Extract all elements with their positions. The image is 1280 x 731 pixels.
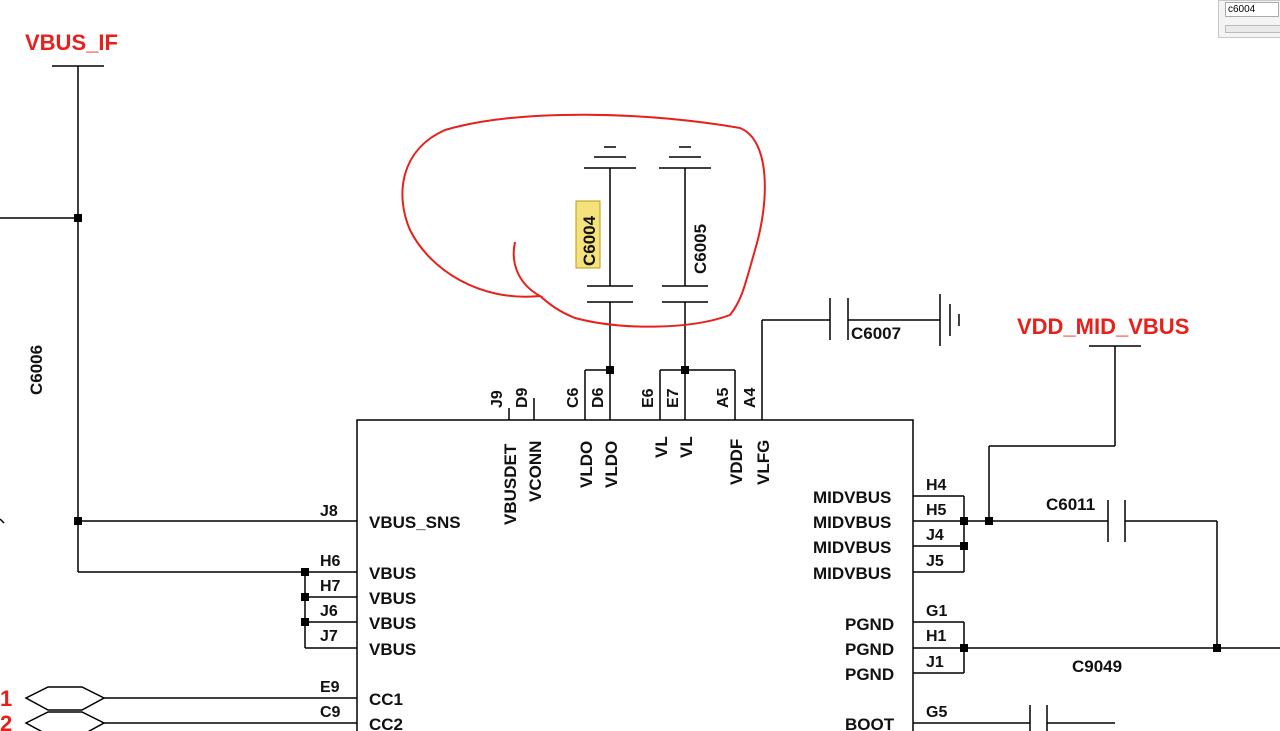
cc1-port-connector[interactable] xyxy=(24,686,106,711)
signal-vl: VL xyxy=(677,436,696,458)
pin-h6: H6 xyxy=(320,553,341,570)
net-label-vdd-mid-vbus[interactable]: VDD_MID_VBUS xyxy=(1017,314,1189,339)
search-panel xyxy=(1218,0,1280,38)
signal-boot: BOOT xyxy=(845,715,895,731)
junction-dot xyxy=(74,517,82,525)
signal-vconn: VCONN xyxy=(526,441,545,502)
signal-pgnd: PGND xyxy=(845,665,894,684)
signal-vbus: VBUS xyxy=(369,614,416,633)
component-label-c6011[interactable]: C6011 xyxy=(1046,495,1095,514)
signal-vlfg: VLFG xyxy=(754,440,773,485)
junction-dot xyxy=(960,644,968,652)
net-label-cc2-num[interactable]: 2 xyxy=(0,711,12,731)
junction-dot xyxy=(960,517,968,525)
signal-vldo: VLDO xyxy=(577,441,596,488)
junction-dot xyxy=(1213,644,1221,652)
wire-left-tick xyxy=(0,518,5,524)
pin-h7: H7 xyxy=(320,578,341,595)
annotation-circle xyxy=(401,113,766,328)
component-label-c6004[interactable]: C6004 xyxy=(580,215,599,266)
junction-dot xyxy=(74,214,82,222)
pin-e7: E7 xyxy=(665,388,682,408)
cc2-port-connector[interactable] xyxy=(24,711,106,731)
signal-cc2: CC2 xyxy=(369,715,403,731)
ic-body[interactable] xyxy=(356,419,914,731)
pin-g1: G1 xyxy=(926,603,947,620)
signal-cc1: CC1 xyxy=(369,690,403,709)
signal-midvbus: MIDVBUS xyxy=(813,513,891,532)
signal-pgnd: PGND xyxy=(845,640,894,659)
net-label-cc1-num[interactable]: 1 xyxy=(0,686,12,711)
pin-j9: J9 xyxy=(489,390,506,408)
search-scrollbar[interactable] xyxy=(1225,25,1280,33)
pin-j1: J1 xyxy=(926,654,944,671)
pin-d6: D6 xyxy=(590,387,607,408)
pin-j7: J7 xyxy=(320,628,338,645)
search-highlight xyxy=(575,200,601,269)
pin-c6: C6 xyxy=(565,387,582,408)
signal-vbus: VBUS xyxy=(369,589,416,608)
signal-midvbus: MIDVBUS xyxy=(813,538,891,557)
junction-dot xyxy=(301,593,309,601)
pin-j4: J4 xyxy=(926,527,944,544)
component-label-c6007[interactable]: C6007 xyxy=(851,324,901,343)
signal-vbusdet: VBUSDET xyxy=(501,443,520,525)
pin-h1: H1 xyxy=(926,628,947,645)
pin-d9: D9 xyxy=(514,387,531,408)
component-label-c6005[interactable]: C6005 xyxy=(691,224,710,274)
pin-a4: A4 xyxy=(742,387,759,408)
pin-j5: J5 xyxy=(926,553,944,570)
junction-dot xyxy=(985,517,993,525)
pin-h4: H4 xyxy=(926,477,947,494)
pin-j6: J6 xyxy=(320,603,338,620)
net-label-vbus-if[interactable]: VBUS_IF xyxy=(25,30,118,55)
pin-e6: E6 xyxy=(640,388,657,408)
component-label-c6006[interactable]: C6006 xyxy=(27,345,46,395)
pin-a5: A5 xyxy=(715,387,732,408)
junction-dot xyxy=(301,618,309,626)
signal-vbus: VBUS xyxy=(369,640,416,659)
pin-g5: G5 xyxy=(926,704,947,721)
pin-c9: C9 xyxy=(320,704,341,721)
signal-vbus-sns: VBUS_SNS xyxy=(369,513,461,532)
signal-vbus: VBUS xyxy=(369,564,416,583)
signal-midvbus: MIDVBUS xyxy=(813,488,891,507)
junction-dot xyxy=(960,542,968,550)
pin-e9: E9 xyxy=(320,679,340,696)
pin-h5: H5 xyxy=(926,502,947,519)
pin-j8: J8 xyxy=(320,503,338,520)
signal-vddf: VDDF xyxy=(727,439,746,485)
signal-midvbus: MIDVBUS xyxy=(813,564,891,583)
search-input[interactable] xyxy=(1225,2,1279,17)
signal-vldo: VLDO xyxy=(602,441,621,488)
component-label-c9049[interactable]: C9049 xyxy=(1072,657,1122,676)
signal-pgnd: PGND xyxy=(845,615,894,634)
junction-dot xyxy=(301,568,309,576)
signal-vl: VL xyxy=(652,436,671,458)
